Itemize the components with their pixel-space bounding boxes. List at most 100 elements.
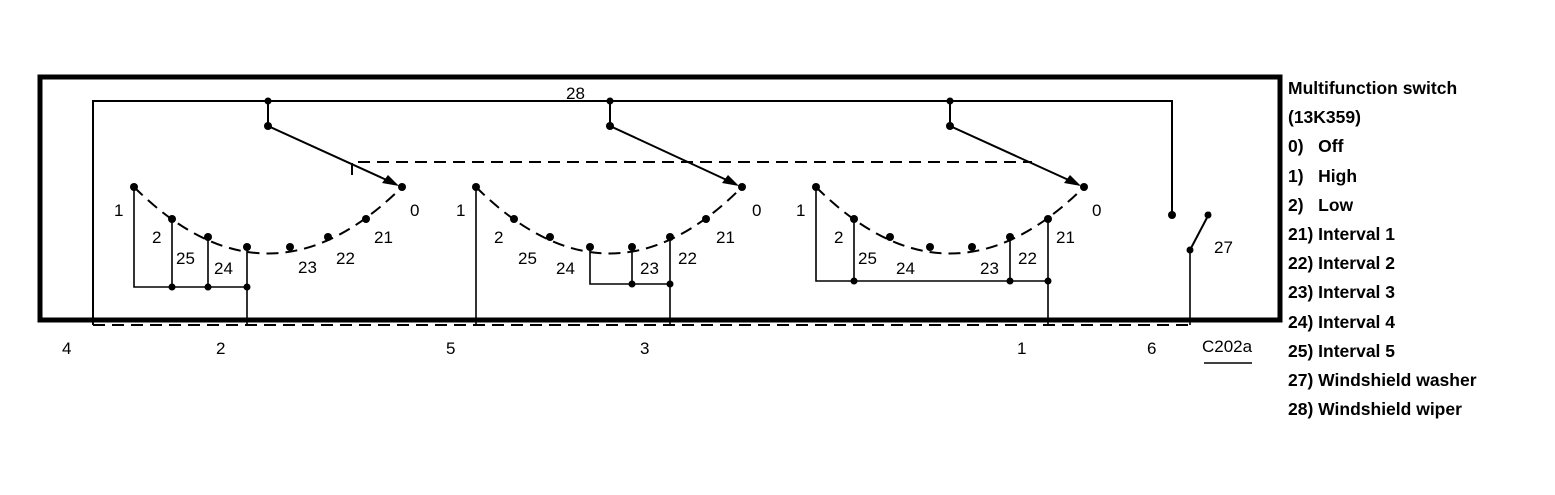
legend-part-number: (13K359) [1288,107,1361,128]
contact-dot [243,243,251,251]
legend: Multifunction switch (13K359) 0) Off 1) … [1288,74,1550,424]
contact-dot [738,183,746,191]
position-label: 23 [980,259,999,278]
legend-item-off: 0) Off [1288,132,1550,161]
legend-key: 1) [1288,165,1304,186]
contact-dot [946,97,954,105]
contact-dot [586,243,594,251]
junction-dot [243,283,251,291]
switch-deck-c: 1 2 25 24 23 22 21 0 [796,97,1101,325]
legend-text: Interval 3 [1318,282,1396,303]
position-label: 1 [456,201,465,220]
junction-dot [1006,277,1014,285]
junction-dot [850,277,858,285]
wiper-label: 28 [566,84,585,103]
position-label: 25 [858,249,877,268]
contact-dot [472,183,480,191]
legend-text: Windshield washer [1318,370,1477,391]
legend-item-high: 1) High [1288,162,1550,191]
pin-label: 2 [216,339,225,358]
arm-arrowhead [1064,175,1081,186]
contact-dot [510,215,518,223]
contact-dot [324,233,332,241]
legend-item-interval-1: 21) Interval 1 [1288,220,1550,249]
legend-text: Interval 5 [1318,340,1396,361]
legend-item-interval-4: 24) Interval 4 [1288,308,1550,337]
position-label: 22 [336,249,355,268]
contact-dot [264,122,272,130]
legend-title: Multifunction switch [1288,78,1458,98]
legend-item-wiper: 28) Windshield wiper [1288,395,1550,424]
junction-dot [204,283,212,291]
wiper-arm [949,101,1074,183]
contact-dot [702,215,710,223]
position-label: 1 [114,201,123,220]
contact-dot [946,122,954,130]
switch-housing [37,74,1283,323]
pin-label: 1 [1017,339,1026,358]
position-label: 2 [494,228,503,247]
legend-text: Interval 2 [1318,253,1396,274]
contact-dot [968,243,976,251]
position-label: 0 [410,201,419,220]
legend-text: High [1318,165,1358,186]
switch-deck-b: 1 2 25 24 23 22 21 0 [456,97,761,325]
legend-key: 28) [1288,399,1314,420]
contact-dot [398,183,406,191]
contact-dot [606,122,614,130]
legend-key: 24) [1288,311,1314,332]
wiper-arm [609,101,732,183]
legend-key: 0) [1288,136,1304,157]
position-label: 23 [640,259,659,278]
switch-deck-a: 1 2 25 24 23 22 21 0 [114,97,419,325]
position-label: 21 [1056,228,1075,247]
deck-wiring [475,187,671,325]
contact-dot [1044,215,1052,223]
position-label: 23 [298,258,317,277]
contact-dot [628,243,636,251]
junction-dot [1044,277,1052,285]
legend-key: 23) [1288,282,1314,303]
position-label: 1 [796,201,805,220]
position-label: 21 [716,228,735,247]
legend-key: 25) [1288,340,1314,361]
legend-key: 27) [1288,370,1314,391]
contact-dot [850,215,858,223]
legend-text: Interval 4 [1318,311,1396,332]
contact-dot [1168,211,1176,219]
legend-item-washer: 27) Windshield washer [1288,366,1550,395]
deck-wiring [133,187,248,325]
contact-dot [286,243,294,251]
contact-dot [130,183,138,191]
position-label: 2 [152,228,161,247]
arm-arrowhead [382,175,399,186]
contact-dot [204,233,212,241]
position-label: 24 [556,259,575,278]
contact-dot [264,97,272,105]
pin-label: 6 [1147,339,1156,358]
position-label: 22 [1018,249,1037,268]
legend-text: Interval 1 [1318,224,1396,245]
position-label: 21 [374,228,393,247]
pin-label: 3 [640,339,649,358]
legend-text: Windshield wiper [1318,399,1462,420]
contact-dot [926,243,934,251]
contact-dot [606,97,614,105]
deck-wiring [815,187,1049,325]
legend-text: Off [1318,136,1344,157]
legend-item-low: 2) Low [1288,191,1550,220]
contact-dot [812,183,820,191]
position-label: 22 [678,249,697,268]
position-label: 25 [518,249,537,268]
junction-dot [168,283,176,291]
legend-text: Low [1318,194,1354,215]
arm-arrowhead [722,175,739,186]
contact-dot [1080,183,1088,191]
contact-dot [546,233,554,241]
contact-dot [1006,233,1014,241]
position-label: 24 [214,259,233,278]
pin-label: 5 [446,339,455,358]
legend-key: 22) [1288,253,1314,274]
position-label: 2 [834,228,843,247]
